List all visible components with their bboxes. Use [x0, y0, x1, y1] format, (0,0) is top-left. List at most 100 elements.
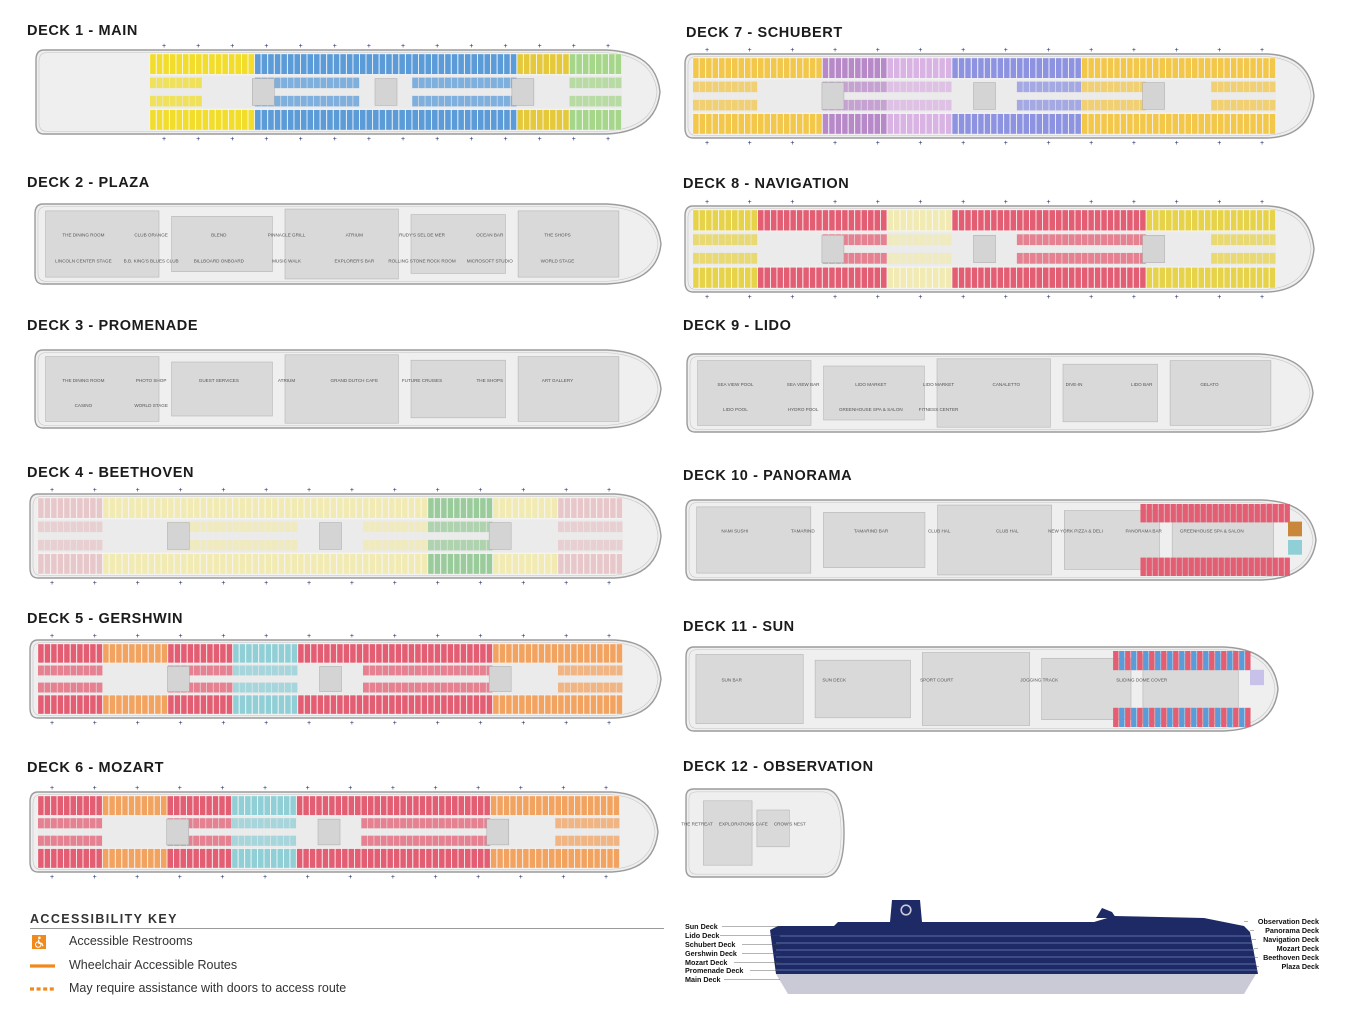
cabin — [595, 77, 602, 89]
cabin — [380, 818, 387, 829]
cabin — [369, 521, 376, 533]
cabin — [1206, 557, 1212, 576]
accessibility-marker: + — [1004, 199, 1008, 206]
accessibility-marker: + — [433, 785, 437, 792]
cabin — [1081, 113, 1088, 135]
cabin — [1062, 57, 1069, 79]
cabin — [577, 521, 584, 533]
cabin — [613, 848, 620, 869]
cabin — [1197, 707, 1203, 727]
cabin — [89, 694, 97, 715]
cabin — [594, 835, 600, 846]
cabin — [440, 643, 448, 664]
cabin — [1088, 81, 1095, 93]
cabin — [44, 835, 51, 846]
cabin — [83, 682, 90, 693]
cabin — [122, 497, 129, 519]
cabin — [220, 682, 226, 693]
cabin — [376, 539, 382, 551]
cabin — [235, 53, 242, 75]
cabin — [349, 497, 357, 519]
cabin — [1236, 209, 1244, 231]
cabin — [57, 539, 64, 551]
cabin — [1237, 81, 1244, 93]
cabin — [265, 539, 272, 551]
cabin — [382, 643, 389, 664]
cabin — [451, 109, 458, 131]
cabin — [421, 643, 428, 664]
key-item-label: Accessible Restrooms — [69, 934, 193, 948]
cabin — [951, 113, 959, 135]
cabin — [70, 539, 77, 551]
cabin — [1243, 252, 1250, 264]
cabin — [841, 81, 848, 93]
cabin — [369, 539, 376, 551]
cabin — [174, 694, 181, 715]
cabin — [1100, 57, 1108, 79]
cabin — [577, 682, 584, 693]
deck-plan-6[interactable]: ++++++++++++++++++++++++++++ — [28, 785, 660, 881]
cabin — [1182, 557, 1188, 576]
deck-plan-5[interactable]: ++++++++++++++++++++++++++++ — [28, 633, 663, 727]
cabin — [1221, 651, 1227, 671]
cabin — [451, 95, 458, 107]
cabin — [414, 643, 422, 664]
deck-title-10: DECK 10 - PANORAMA — [683, 468, 853, 484]
cabin — [320, 77, 327, 89]
cabin — [274, 53, 281, 75]
cabin — [438, 835, 445, 846]
cabin — [307, 109, 314, 131]
cabin — [1068, 234, 1075, 246]
cabin — [271, 553, 279, 575]
cabin — [1042, 234, 1049, 246]
cabin — [705, 234, 712, 246]
deck-plan-7[interactable]: ++++++++++++++++++++++++++++ — [683, 47, 1316, 147]
cabin — [432, 795, 439, 816]
cabin — [587, 795, 594, 816]
cabin — [77, 521, 83, 533]
cabin — [1152, 504, 1158, 523]
cabin — [926, 234, 933, 246]
cabin — [893, 57, 900, 79]
cabin — [841, 252, 848, 264]
cabin — [413, 818, 419, 829]
cabin — [241, 109, 248, 131]
cabin — [304, 497, 311, 519]
cabin — [195, 77, 202, 89]
cabin — [893, 81, 900, 93]
cabin — [570, 643, 578, 664]
cabin — [281, 77, 288, 89]
cabin — [1029, 113, 1036, 135]
cabin — [64, 539, 70, 551]
cabin — [385, 109, 393, 131]
cabin — [583, 553, 591, 575]
cabin — [516, 53, 524, 75]
accessibility-marker: + — [436, 580, 440, 587]
cabin — [212, 848, 219, 869]
deck-plan-8[interactable]: ++++++++++++++++++++++++++++ — [683, 199, 1316, 301]
cabin — [447, 539, 454, 551]
cabin — [770, 267, 777, 289]
deck-plan-1[interactable]: ++++++++++++++++++++++++++++ — [34, 43, 662, 143]
cabin — [361, 795, 368, 816]
cabin — [108, 848, 116, 869]
cabin — [576, 77, 583, 89]
cabin — [194, 682, 200, 693]
accessibility-marker: + — [503, 136, 507, 143]
deck-plan-4[interactable]: ++++++++++++++++++++++++++++ — [28, 487, 663, 587]
cabin — [607, 818, 613, 829]
cabin — [270, 818, 277, 829]
ship-label-mozart-right: Mozart Deck — [1276, 944, 1319, 953]
cabin — [141, 694, 149, 715]
venue-area — [45, 356, 160, 422]
cabin — [335, 848, 342, 869]
cabin — [313, 109, 320, 131]
cabin — [1249, 209, 1257, 231]
cabin — [374, 848, 381, 869]
